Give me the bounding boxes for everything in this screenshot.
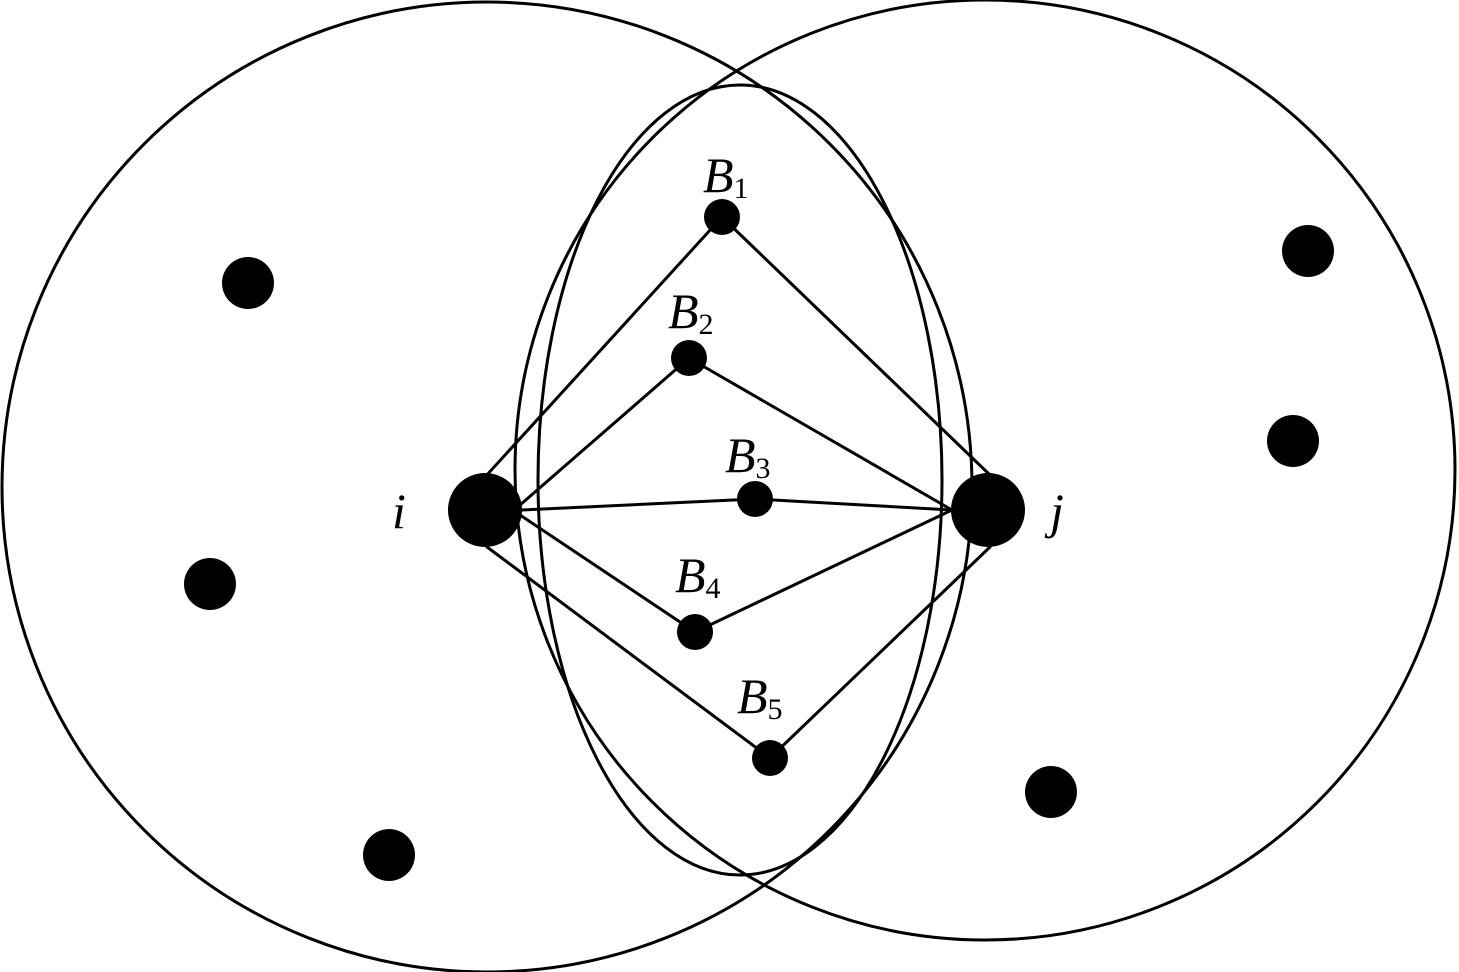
- neighbor-node-j-3: [1025, 766, 1077, 818]
- relay-node-b2: [671, 340, 707, 376]
- neighbor-node-i-2: [184, 558, 236, 610]
- link-i-b5: [485, 545, 772, 760]
- neighbor-node-j-2: [1267, 415, 1319, 467]
- label-relay-b2: B2: [668, 283, 714, 341]
- label-node-i: i: [392, 483, 406, 539]
- range-circle-j: [513, 0, 1457, 942]
- link-b5-j: [768, 545, 992, 760]
- label-node-j: j: [1044, 483, 1064, 539]
- link-i-b4: [518, 513, 697, 634]
- label-relay-b3: B3: [725, 427, 771, 485]
- link-i-b2: [518, 356, 691, 507]
- overlap-region: [536, 83, 944, 877]
- node-i: [448, 473, 522, 547]
- relay-node-b1: [704, 199, 740, 235]
- link-i-b3: [520, 497, 757, 512]
- link-b1-j: [720, 215, 992, 477]
- neighbor-node-j-1: [1282, 225, 1334, 277]
- label-relay-b1: B1: [703, 147, 749, 205]
- link-b4-j: [693, 508, 954, 634]
- label-relay-b5: B5: [737, 668, 783, 726]
- neighbor-node-i-3: [363, 829, 415, 881]
- relay-node-b4: [677, 614, 713, 650]
- neighbor-node-i-1: [222, 257, 274, 309]
- link-b2-j: [687, 356, 954, 512]
- relay-node-b5: [752, 740, 788, 776]
- link-b3-j: [753, 497, 954, 512]
- relay-node-b3: [737, 481, 773, 517]
- label-relay-b4: B4: [675, 547, 721, 605]
- link-i-b1: [483, 215, 724, 479]
- node-j: [951, 473, 1025, 547]
